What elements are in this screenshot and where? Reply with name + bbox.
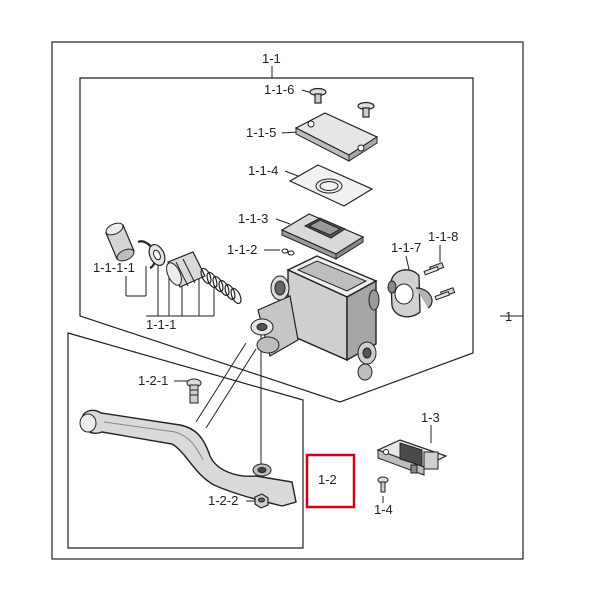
dust-boot-icon <box>105 222 135 262</box>
label-brake-switch: 1-3 <box>421 410 440 425</box>
label-assembly: 1 <box>505 309 512 324</box>
label-screw: 1-1-6 <box>264 82 294 97</box>
screw-icon <box>357 101 375 118</box>
label-boot: 1-1-1-1 <box>93 260 135 275</box>
label-master-cylinder: 1-1 <box>262 51 281 66</box>
handlebar-clamp-icon <box>387 269 433 318</box>
label-diaphragm: 1-1-3 <box>238 211 268 226</box>
nut-icon <box>254 493 269 509</box>
screw-icon <box>309 87 327 104</box>
brake-light-switch-icon <box>376 439 448 476</box>
piston-icon <box>166 251 206 288</box>
label-lever-assembly: 1-2 <box>318 472 337 487</box>
label-switch-screw: 1-4 <box>374 502 393 517</box>
highlight-box <box>305 453 356 509</box>
bolt-icon <box>186 378 202 404</box>
seal-icon <box>281 248 295 256</box>
diaphragm-plate-icon <box>288 164 374 207</box>
label-pivot-bolt: 1-2-1 <box>138 373 168 388</box>
screw-icon <box>377 476 389 493</box>
label-diaphragm-plate: 1-1-4 <box>248 163 278 178</box>
label-nut: 1-2-2 <box>208 493 238 508</box>
master-cylinder-box <box>79 77 474 403</box>
outer-frame <box>51 41 524 560</box>
master-cylinder-body-icon <box>250 255 380 381</box>
spring-icon <box>200 267 242 305</box>
washer-icon <box>148 244 166 266</box>
label-clamp: 1-1-7 <box>391 240 421 255</box>
reservoir-cap-icon <box>294 112 379 162</box>
brake-lever-icon <box>79 409 297 507</box>
label-clamp-bolt: 1-1-8 <box>428 229 458 244</box>
lever-box <box>67 332 304 549</box>
bolt-icon <box>434 287 456 301</box>
label-small-part: 1-1-2 <box>227 242 257 257</box>
diaphragm-icon <box>280 213 365 260</box>
label-piston-kit: 1-1-1 <box>146 317 176 332</box>
bolt-icon <box>423 262 445 276</box>
label-cap: 1-1-5 <box>246 125 276 140</box>
